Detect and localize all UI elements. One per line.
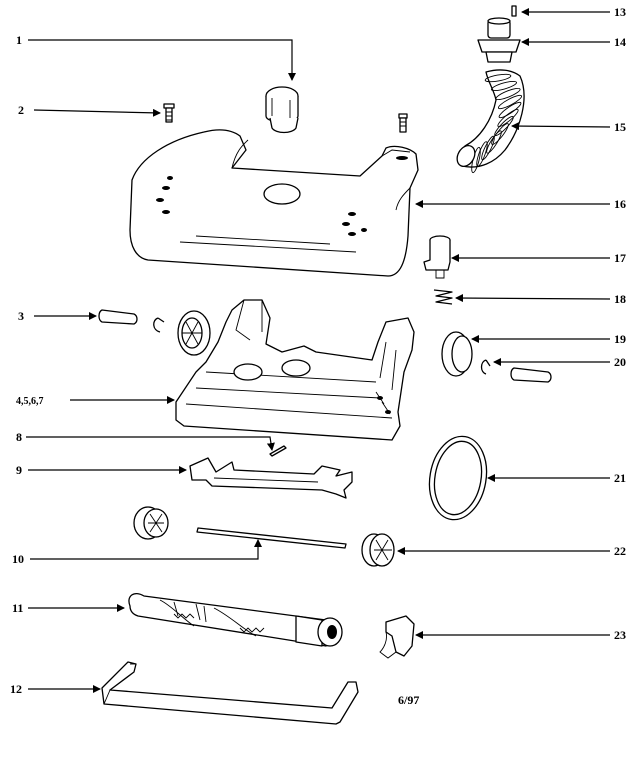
right-axle — [510, 367, 552, 383]
callout-3: 3 — [18, 309, 24, 323]
part-8-screw — [269, 445, 287, 457]
part-21-belt — [428, 435, 488, 521]
hose-ring — [486, 130, 502, 154]
callout-13: 13 — [614, 5, 626, 19]
callout-8: 8 — [16, 430, 22, 444]
callout-9: 9 — [16, 463, 22, 477]
hose-ring — [491, 80, 517, 92]
part-18-spring — [433, 289, 453, 305]
rear-wheel-left — [177, 310, 211, 356]
callout-20: 20 — [614, 355, 626, 369]
part-15-hose — [456, 69, 525, 174]
part-19-wheel — [441, 331, 473, 377]
part-12-bumper — [101, 661, 359, 725]
left-end-cap — [133, 506, 169, 540]
date-code: 6/97 — [398, 693, 419, 707]
callout-12: 12 — [10, 682, 22, 696]
callout-14: 14 — [614, 35, 626, 49]
part-2-screw — [163, 103, 175, 123]
callout-4-7: 4,5,6,7 — [16, 396, 44, 407]
part-3-clip — [153, 317, 165, 333]
callout-18: 18 — [614, 292, 626, 306]
part-10-shaft — [196, 527, 347, 549]
callout-22: 22 — [614, 544, 626, 558]
callout-19: 19 — [614, 332, 626, 346]
callout-17: 17 — [614, 251, 626, 265]
part-9-bottom-plate — [189, 457, 353, 499]
hose-ring — [497, 108, 519, 128]
part-1-duct-connector — [265, 86, 299, 134]
callout-2: 2 — [18, 103, 24, 117]
hose-ring — [495, 87, 521, 101]
callout-labels: 1 2 3 4,5,6,7 8 9 10 11 12 13 14 15 16 1… — [10, 5, 626, 707]
callout-11: 11 — [12, 601, 23, 615]
part-14-hose-coupling — [477, 17, 521, 63]
part-11-brush-roll — [128, 592, 343, 647]
part-13-clip — [511, 5, 517, 17]
part-20-clip — [480, 359, 491, 375]
hose-ring — [481, 135, 495, 161]
part-23-bracket — [379, 615, 415, 659]
callout-16: 16 — [614, 197, 626, 211]
leader-lines — [26, 8, 611, 693]
callout-10: 10 — [12, 552, 24, 566]
part-22-end-cap — [361, 533, 395, 567]
callout-21: 21 — [614, 471, 626, 485]
part-17-valve — [423, 235, 451, 279]
hose-ring — [498, 101, 522, 119]
part-4-7-base-housing — [175, 299, 415, 441]
callout-23: 23 — [614, 628, 626, 642]
callout-1: 1 — [16, 33, 22, 47]
callout-15: 15 — [614, 120, 626, 134]
part-16-top-cover — [129, 129, 419, 277]
part-3-axle — [98, 309, 138, 325]
hose-ring — [484, 73, 512, 83]
hose-ring — [497, 94, 523, 110]
cover-screw — [398, 113, 408, 133]
